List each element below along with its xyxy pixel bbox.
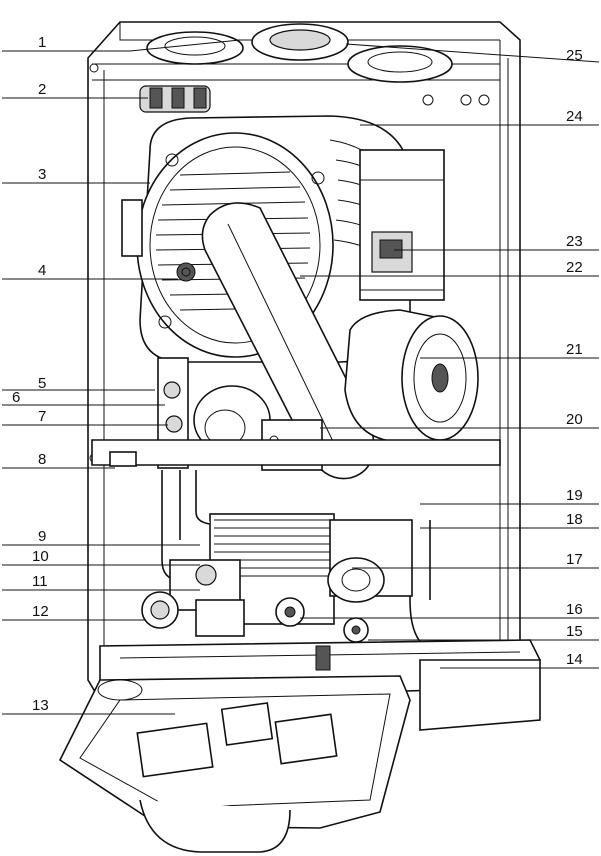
callout-8: 8: [38, 451, 46, 468]
callout-24: 24: [566, 108, 583, 125]
air-gas-duct: [201, 202, 375, 480]
ignition-electrode: [176, 262, 196, 282]
mid-tray: [91, 439, 501, 467]
control-bracket: [359, 149, 445, 301]
control-panel-cover: [58, 675, 411, 853]
callout-18: 18: [566, 511, 583, 528]
callout-16: 16: [566, 601, 583, 618]
callout-19: 19: [566, 487, 583, 504]
fan-assembly: [344, 309, 479, 443]
callout-6: 6: [12, 389, 20, 406]
callout-17: 17: [566, 551, 583, 568]
leader-lines-right: [300, 43, 600, 669]
callouts-left: 1 2 3 4 5 6 7 8 9 10 11 12 13: [12, 34, 49, 714]
callout-3: 3: [38, 166, 46, 183]
callout-15: 15: [566, 623, 583, 640]
flue-outlets: [146, 23, 453, 83]
callout-25: 25: [566, 47, 583, 64]
callout-2: 2: [38, 81, 46, 98]
callout-12: 12: [32, 603, 49, 620]
callout-4: 4: [38, 262, 46, 279]
callout-21: 21: [566, 341, 583, 358]
callout-10: 10: [32, 548, 49, 565]
callout-1: 1: [38, 34, 46, 51]
diverter-valve-group: [141, 559, 245, 637]
callout-20: 20: [566, 411, 583, 428]
circulation-pump: [327, 519, 413, 603]
pressure-sensor-group: [275, 597, 369, 643]
callout-7: 7: [38, 408, 46, 425]
callouts-right: 25 24 23 22 21 20 19 18 17 16 15 14: [566, 47, 583, 668]
callout-13: 13: [32, 697, 49, 714]
callout-23: 23: [566, 233, 583, 250]
callout-9: 9: [38, 528, 46, 545]
leader-lines-left: [2, 39, 241, 715]
callout-11: 11: [32, 573, 48, 590]
callout-5: 5: [38, 375, 46, 392]
callout-14: 14: [566, 651, 583, 668]
callout-22: 22: [566, 259, 583, 276]
air-vent-fitting: [139, 85, 211, 113]
